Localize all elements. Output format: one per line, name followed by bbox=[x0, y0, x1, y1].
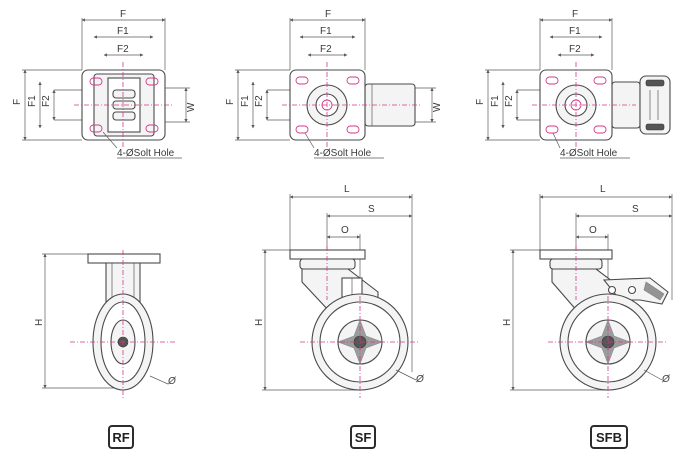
dim-label-f1-vert: F1 bbox=[490, 95, 501, 107]
dim-label-f1: F1 bbox=[117, 26, 129, 37]
dim-label-f-vert: F bbox=[12, 99, 23, 105]
dim-label-o: O bbox=[341, 225, 349, 236]
dim-label-f1: F1 bbox=[569, 26, 581, 37]
dim-label-f: F bbox=[572, 9, 578, 20]
model-code: SFB bbox=[596, 429, 622, 445]
dim-label-f1-vert: F1 bbox=[240, 95, 251, 107]
dim-label-f2: F2 bbox=[117, 44, 129, 55]
model-code: RF bbox=[112, 429, 130, 445]
model-badge-sf: SF bbox=[350, 425, 376, 449]
dim-label-f2-vert: F2 bbox=[41, 95, 52, 107]
dim-label-f: F bbox=[325, 9, 331, 20]
bolt-hole-label-sf: 4-ØSolt Hole bbox=[314, 148, 372, 159]
dim-label-f2: F2 bbox=[569, 44, 581, 55]
dim-label-f1-vert: F1 bbox=[27, 95, 38, 107]
dim-label-phi: Ø bbox=[415, 374, 425, 385]
dim-label-h: H bbox=[502, 319, 513, 326]
dim-label-f-vert: F bbox=[225, 99, 236, 105]
dim-label-f2-vert: F2 bbox=[254, 95, 265, 107]
model-badge-sfb: SFB bbox=[590, 425, 628, 449]
dim-label-phi: Ø bbox=[661, 374, 671, 385]
dim-label-w: W bbox=[432, 102, 443, 112]
dim-label-s: S bbox=[368, 204, 375, 215]
dim-label-l: L bbox=[344, 184, 350, 195]
dim-label-f2-vert: F2 bbox=[504, 95, 515, 107]
top-view-sf: F F1 F2 F F1 F2 W 4-ØS bbox=[225, 9, 443, 159]
side-view-sfb: L S O H Ø bbox=[502, 184, 673, 398]
dim-label-f2: F2 bbox=[320, 44, 332, 55]
bolt-hole-label-rf: 4-ØSolt Hole bbox=[117, 148, 175, 159]
model-badge-rf: RF bbox=[108, 425, 134, 449]
dim-label-h: H bbox=[254, 319, 265, 326]
side-view-rf: H Ø bbox=[34, 250, 177, 400]
bolt-hole-label-sfb: 4-ØSolt Hole bbox=[560, 148, 618, 159]
dim-label-phi: Ø bbox=[167, 376, 177, 387]
dim-label-w: W bbox=[186, 102, 197, 112]
dim-label-f-vert: F bbox=[475, 99, 486, 105]
dim-label-s: S bbox=[632, 204, 639, 215]
dim-label-l: L bbox=[600, 184, 606, 195]
dim-label-h: H bbox=[34, 319, 45, 326]
dim-label-o: O bbox=[589, 225, 597, 236]
model-code: SF bbox=[354, 429, 372, 445]
side-view-sf: L S O H Ø bbox=[254, 184, 425, 398]
top-view-sfb: F F1 F2 F F1 F2 4-ØSolt Hole bbox=[475, 9, 671, 159]
dim-label-f1: F1 bbox=[320, 26, 332, 37]
dim-label-f: F bbox=[120, 9, 126, 20]
top-view-rf: F F1 F2 F F1 F2 W bbox=[12, 9, 197, 159]
